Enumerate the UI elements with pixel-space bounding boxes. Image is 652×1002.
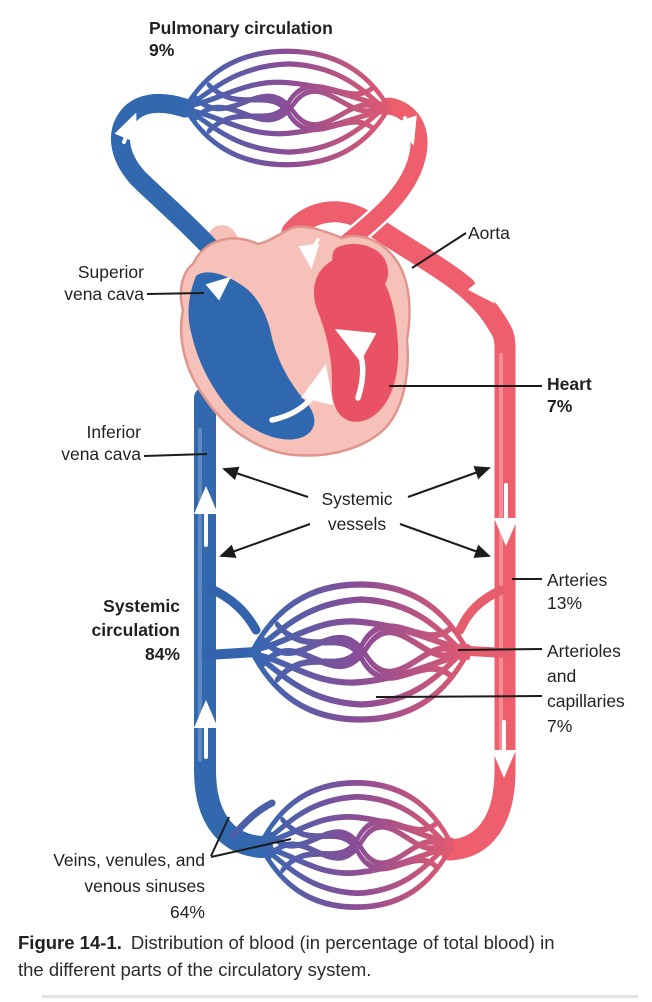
arterioles-value: 7%: [547, 716, 573, 736]
systemic-vessels-line2: vessels: [327, 514, 387, 534]
label-aorta: Aorta: [468, 222, 510, 244]
leader-systemic-upper-left: [222, 466, 309, 498]
figure-caption-number: Figure 14-1.: [18, 932, 122, 953]
ivc-line2: vena cava: [61, 444, 141, 464]
flow-arrow-pulmonary-up: [114, 112, 137, 144]
page-crop-artifact: [42, 995, 638, 998]
leader-arterioles: [457, 648, 543, 651]
label-systemic-vessels: Systemic vessels: [298, 487, 416, 537]
veins-line1: Veins, venules, and: [53, 850, 205, 870]
figure-caption-line1: Distribution of blood (in percentage of …: [130, 932, 555, 953]
arterioles-line2: and: [547, 666, 577, 686]
leader-inferior-vena-cava: [143, 453, 208, 457]
flow-arrow-atrium-inflow: [298, 238, 320, 270]
leader-systemic-lower-left: [219, 523, 311, 558]
leader-lines: [143, 232, 543, 858]
flow-arrow-svc-inflow: [205, 276, 232, 301]
flow-arrows: [114, 112, 518, 778]
leader-systemic-upper-right: [407, 466, 491, 498]
systemic-capillary-mesh-lower: [260, 783, 452, 907]
pulmonary-capillary-mesh: [185, 51, 389, 164]
leader-systemic-lower-right: [399, 523, 491, 558]
label-arteries: Arteries 13%: [547, 569, 607, 615]
figure-caption-line2: the different parts of the circulatory s…: [18, 959, 372, 980]
leader-veins-2: [210, 838, 292, 858]
systemic-vessels-line1: Systemic: [321, 489, 393, 509]
aorta-text: Aorta: [468, 223, 510, 243]
leader-superior-vena-cava: [146, 292, 205, 295]
label-arterioles-capillaries: Arterioles and capillaries 7%: [547, 639, 625, 739]
label-heart: Heart 7%: [547, 373, 592, 417]
heart-text: Heart: [547, 374, 592, 394]
label-veins-venules: Veins, venules, and venous sinuses 64%: [15, 847, 205, 925]
arteries-text: Arteries: [547, 570, 608, 590]
arterioles-line3: capillaries: [547, 691, 625, 711]
ivc-line1: Inferior: [86, 422, 141, 442]
systemic-circulation-line1: Systemic: [103, 596, 180, 616]
svc-line2: vena cava: [64, 284, 144, 304]
label-superior-vena-cava: Superior vena cava: [30, 261, 144, 305]
leader-veins-1: [210, 816, 230, 857]
veins-value: 64%: [169, 902, 205, 922]
pulmonary-circulation-value: 9%: [149, 40, 175, 60]
heart-value: 7%: [547, 396, 573, 416]
veins-line2: venous sinuses: [84, 876, 205, 896]
aorta-vessel: [278, 198, 519, 864]
label-pulmonary-circulation: Pulmonary circulation 9%: [149, 17, 333, 61]
arteries-value: 13%: [547, 593, 583, 613]
heart-right-chambers-blue: [188, 272, 315, 440]
flow-arrow-right-ventricle: [269, 363, 334, 423]
pulmonary-circulation-text: Pulmonary circulation: [149, 18, 333, 38]
flow-arrow-pulmonary-down: [393, 115, 417, 146]
systemic-circulation-line2: circulation: [91, 620, 181, 640]
systemic-capillary-mesh-upper: [252, 585, 468, 720]
heart-illustration: [179, 225, 411, 457]
leader-capillaries: [375, 695, 543, 698]
arterioles-line1: Arterioles: [547, 641, 621, 661]
systemic-circulation-value: 84%: [144, 644, 180, 664]
heart-left-atrium-red: [332, 243, 389, 294]
figure-caption: Figure 14-1. Distribution of blood (in pe…: [18, 929, 644, 983]
flow-arrow-aorta: [467, 274, 495, 304]
flow-arrow-left-ventricle: [334, 329, 377, 401]
label-systemic-circulation: Systemic circulation 84%: [60, 594, 181, 666]
svc-line1: Superior: [77, 262, 144, 282]
label-inferior-vena-cava: Inferior vena cava: [30, 421, 141, 465]
leader-aorta: [411, 232, 467, 269]
